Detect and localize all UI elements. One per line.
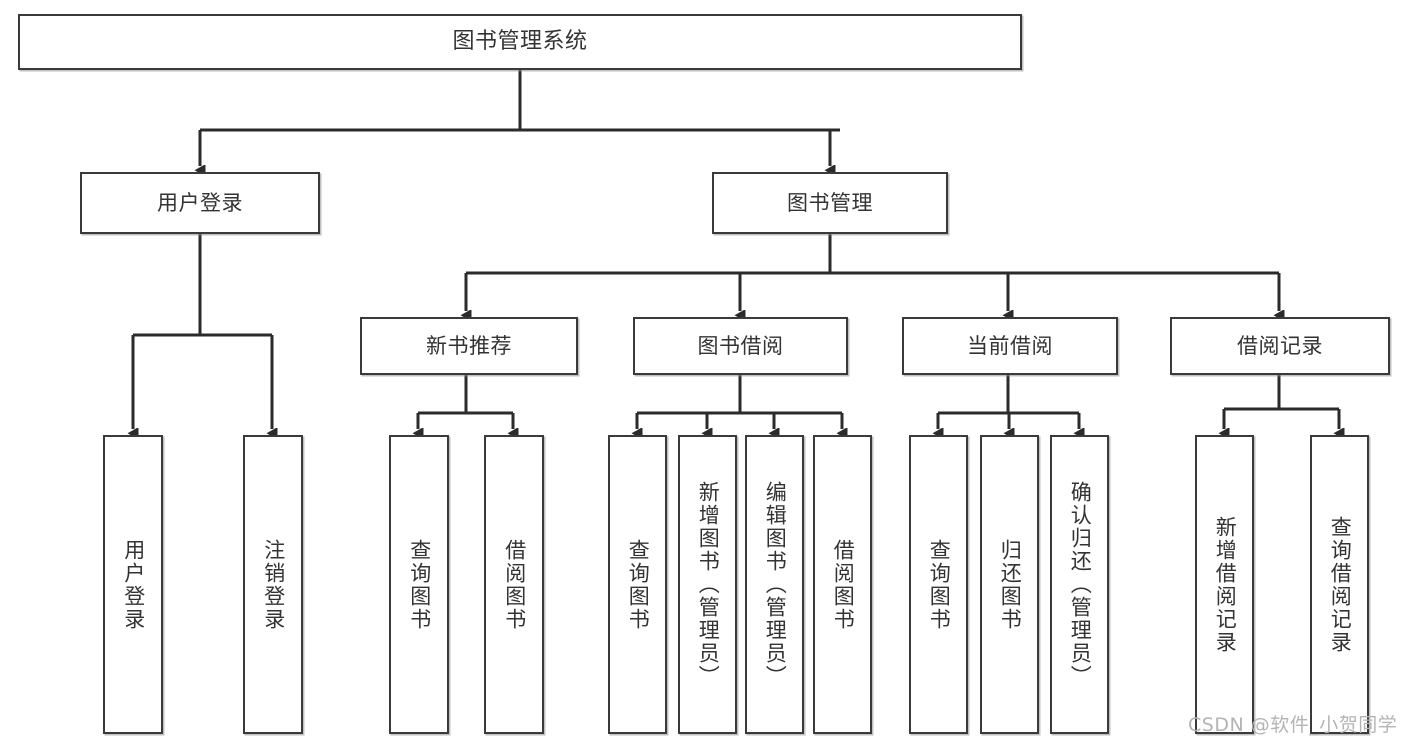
node-label: 新增图书（管理员）: [696, 481, 721, 688]
node-label: 查询图书: [927, 538, 952, 631]
node-leaf-edit-book[interactable]: 编辑图书（管理员）: [745, 435, 804, 734]
node-new-book-recommend[interactable]: 新书推荐: [360, 317, 578, 375]
node-leaf-query-book-1[interactable]: 查询图书: [389, 435, 449, 734]
node-label: 查询借阅记录: [1328, 515, 1353, 654]
node-label: 图书借阅: [697, 333, 784, 358]
watermark: CSDN @软件_小贺同学: [1188, 714, 1398, 736]
node-leaf-add-record[interactable]: 新增借阅记录: [1195, 435, 1254, 734]
node-leaf-borrow-book-1[interactable]: 借阅图书: [484, 435, 544, 734]
node-leaf-return-book[interactable]: 归还图书: [980, 435, 1039, 734]
node-current-borrow[interactable]: 当前借阅: [902, 317, 1118, 375]
node-leaf-query-book-3[interactable]: 查询图书: [909, 435, 968, 734]
node-label: 借阅图书: [502, 538, 527, 631]
node-label: 新书推荐: [426, 333, 512, 358]
node-leaf-confirm-return[interactable]: 确认归还（管理员）: [1050, 435, 1109, 734]
node-label: 当前借阅: [967, 333, 1053, 358]
node-label: 图书管理系统: [452, 29, 588, 55]
node-label: 确认归还（管理员）: [1068, 481, 1093, 688]
node-label: 注销登录: [261, 538, 286, 631]
node-leaf-borrow-book-2[interactable]: 借阅图书: [813, 435, 872, 734]
node-label: 查询图书: [407, 538, 432, 631]
node-user-login[interactable]: 用户登录: [80, 172, 320, 234]
node-leaf-query-record[interactable]: 查询借阅记录: [1310, 435, 1369, 734]
node-leaf-add-book[interactable]: 新增图书（管理员）: [678, 435, 737, 734]
node-leaf-query-book-2[interactable]: 查询图书: [608, 435, 667, 734]
node-label: 借阅记录: [1237, 333, 1323, 358]
node-label: 图书管理: [787, 190, 873, 215]
node-book-borrow[interactable]: 图书借阅: [633, 317, 848, 375]
node-label: 编辑图书（管理员）: [763, 481, 788, 688]
node-label: 查询图书: [626, 538, 651, 631]
node-borrow-record[interactable]: 借阅记录: [1170, 317, 1390, 375]
node-label: 用户登录: [157, 190, 243, 215]
node-label: 用户登录: [121, 538, 146, 631]
node-leaf-user-login[interactable]: 用户登录: [103, 435, 163, 734]
node-label: 借阅图书: [831, 538, 856, 631]
node-book-management[interactable]: 图书管理: [712, 172, 948, 234]
node-leaf-logout-login[interactable]: 注销登录: [243, 435, 303, 734]
node-label: 归还图书: [998, 538, 1023, 631]
node-root-图书管理系统[interactable]: 图书管理系统: [18, 14, 1022, 70]
node-label: 新增借阅记录: [1213, 515, 1238, 654]
